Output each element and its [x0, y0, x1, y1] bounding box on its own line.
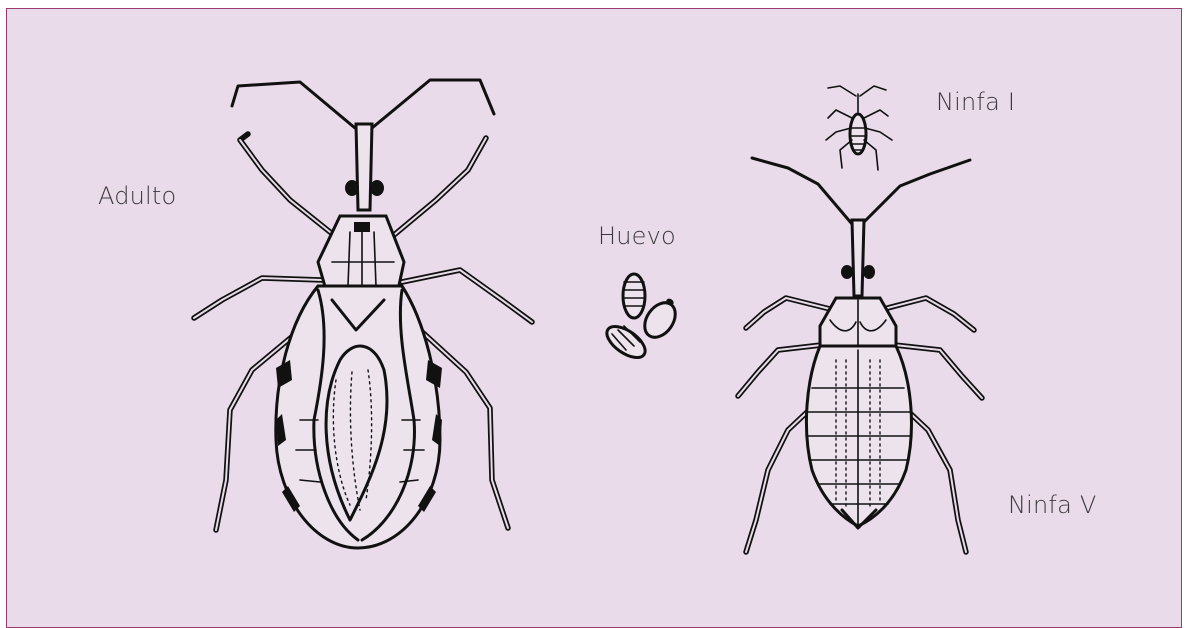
nymph-fifth-head	[852, 220, 864, 296]
adult-scutellum-mark	[354, 222, 370, 232]
nymph-first-drawing	[826, 86, 892, 170]
nymph-first-antenna-right	[860, 86, 886, 96]
adult-eye-left	[345, 180, 359, 196]
egg-3	[602, 320, 651, 363]
nymph-fifth-drawing	[738, 158, 982, 552]
label-adult: Adulto	[98, 182, 176, 210]
adult-insect-drawing	[194, 80, 532, 548]
label-egg: Huevo	[598, 222, 676, 250]
adult-abdomen	[276, 286, 440, 548]
label-nymph-first: Ninfa I	[936, 88, 1015, 116]
adult-eye-right	[370, 180, 384, 196]
eggs-drawing	[602, 274, 682, 364]
adult-antennae	[232, 80, 494, 128]
label-nymph-fifth: Ninfa V	[1008, 491, 1096, 519]
nymph-first-antenna-left	[828, 86, 856, 96]
egg-1	[623, 274, 645, 318]
nymph-fifth-antennae	[752, 158, 970, 224]
nymph-first-body	[850, 114, 866, 154]
adult-head	[356, 124, 372, 210]
